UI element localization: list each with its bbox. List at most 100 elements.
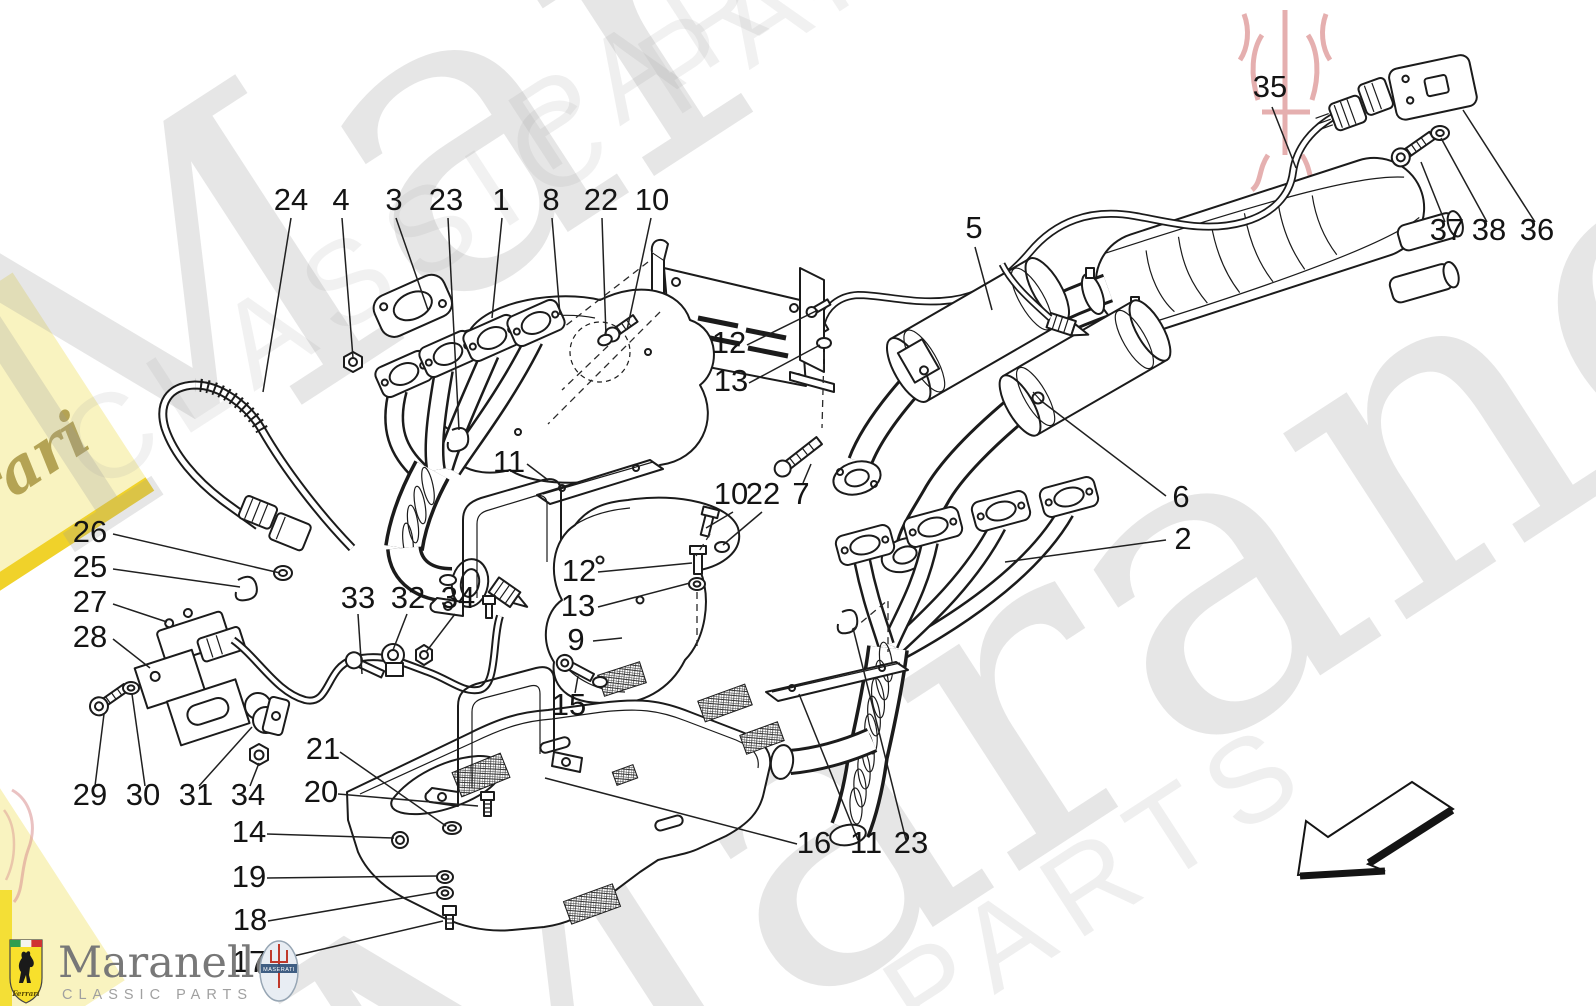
callout-label: 34 xyxy=(441,580,475,615)
callout-leader-line xyxy=(491,217,503,319)
ferrari-shield-watermark-top-left: rari xyxy=(0,272,155,627)
washer-15 xyxy=(592,676,608,688)
callout-leader-line xyxy=(722,511,763,546)
recessed-washer-21 xyxy=(442,821,462,835)
callout-label: 11 xyxy=(850,825,882,860)
prancing-horse-sketch xyxy=(11,788,34,903)
callout-leader-line xyxy=(748,344,821,384)
callout-label: 8 xyxy=(542,182,559,217)
callout-leader-line xyxy=(526,463,549,481)
callout-label: 31 xyxy=(179,777,213,812)
prancing-horse-icon xyxy=(18,951,34,983)
callout-leader-line xyxy=(392,613,408,651)
callout-leader-line xyxy=(266,833,395,839)
callout-leader-line xyxy=(339,751,447,827)
callout-label: 11 xyxy=(493,444,525,479)
bolt-15 xyxy=(555,653,596,683)
callout-leader-line xyxy=(1004,539,1167,563)
callout-leader-line xyxy=(1440,137,1488,223)
callout-leader-line xyxy=(337,793,479,807)
callout-label: 15 xyxy=(552,687,586,722)
callout-leader-line xyxy=(802,463,812,484)
callout-leader-line xyxy=(1420,161,1446,223)
support-bar-11-upper xyxy=(536,459,664,505)
callout-label: 6 xyxy=(1172,479,1189,514)
callout-label: 21 xyxy=(306,731,340,766)
callout-leader-line xyxy=(597,562,693,573)
catalytic-converter-left xyxy=(832,257,1090,496)
bolt-12b xyxy=(689,545,707,575)
direction-arrow xyxy=(1296,780,1455,880)
callout-label: 7 xyxy=(792,476,809,511)
bolt-17 xyxy=(442,905,457,930)
callout-leader-line xyxy=(112,638,151,669)
yellow-edge-strip xyxy=(0,890,12,1006)
mounting-clamp xyxy=(896,338,941,384)
lambda-sensor-harness xyxy=(810,54,1478,336)
stand-bracket-lower xyxy=(424,666,583,930)
callout-label: 34 xyxy=(231,777,265,812)
callout-label: 24 xyxy=(274,182,308,217)
bracket-27 xyxy=(156,607,246,664)
maserati-trident-icon xyxy=(270,944,288,988)
callout-label: 10 xyxy=(714,476,748,511)
bolt-20 xyxy=(480,791,495,817)
manifold-flanges xyxy=(374,298,566,399)
callout-label: 12 xyxy=(712,325,746,360)
bolt-small xyxy=(482,595,496,619)
grommet-26 xyxy=(273,565,293,581)
grommet-31 xyxy=(244,692,291,737)
callout-leader-line xyxy=(395,217,429,311)
sensor-cable-24 xyxy=(158,378,356,602)
callout-label: 14 xyxy=(232,814,266,849)
callout-label: 23 xyxy=(894,825,928,860)
callout-label: 5 xyxy=(965,210,982,245)
ferrari-shield-watermark-bottom-left xyxy=(0,728,125,1006)
callout-label: 37 xyxy=(1430,212,1464,247)
nut-34c xyxy=(249,743,269,766)
manifold2-flanges xyxy=(834,476,1100,566)
washer-38 xyxy=(1430,125,1450,141)
callout-leader-line xyxy=(112,533,281,574)
washer-19 xyxy=(436,870,454,884)
callout-leader-line xyxy=(746,309,819,346)
washer-22b xyxy=(714,541,730,553)
connector-26 xyxy=(237,495,312,552)
clip-23b xyxy=(836,609,859,635)
callout-label: 23 xyxy=(429,182,463,217)
clip-23 xyxy=(446,427,470,453)
callout-label: 3 xyxy=(385,182,402,217)
clip-25 xyxy=(234,575,258,602)
callout-leader-line xyxy=(551,217,561,316)
callout-leader-line xyxy=(626,217,652,331)
callout-label: 33 xyxy=(341,580,375,615)
callout-label: 22 xyxy=(584,182,618,217)
callout-leader-line xyxy=(198,726,253,787)
callout-leader-line xyxy=(597,582,691,608)
p-clamp-32 xyxy=(381,643,405,677)
callout-leader-line xyxy=(852,627,907,841)
bolt-37 xyxy=(1390,130,1436,168)
exhaust-manifold-left xyxy=(374,298,566,609)
callout-label: 13 xyxy=(714,363,748,398)
callout-leader-line xyxy=(131,693,146,787)
lambda-probe xyxy=(998,262,1090,337)
callout-leader-line xyxy=(94,713,105,787)
bolt-7 xyxy=(773,436,823,478)
callout-label: 12 xyxy=(562,553,596,588)
callout-leader-line xyxy=(267,920,444,963)
callout-leader-line xyxy=(262,217,292,393)
callout-label: 30 xyxy=(126,777,160,812)
callout-label: 10 xyxy=(635,182,669,217)
callout-label: 27 xyxy=(73,584,107,619)
callout-label: 20 xyxy=(304,774,338,809)
callout-label: 4 xyxy=(332,182,349,217)
callout-leader-line xyxy=(544,777,798,845)
callout-leader-line xyxy=(267,891,439,922)
callout-label: 35 xyxy=(1253,69,1287,104)
callout-leader-line xyxy=(447,217,460,431)
callout-leader-line xyxy=(357,613,363,675)
callout-label: 13 xyxy=(561,588,595,623)
